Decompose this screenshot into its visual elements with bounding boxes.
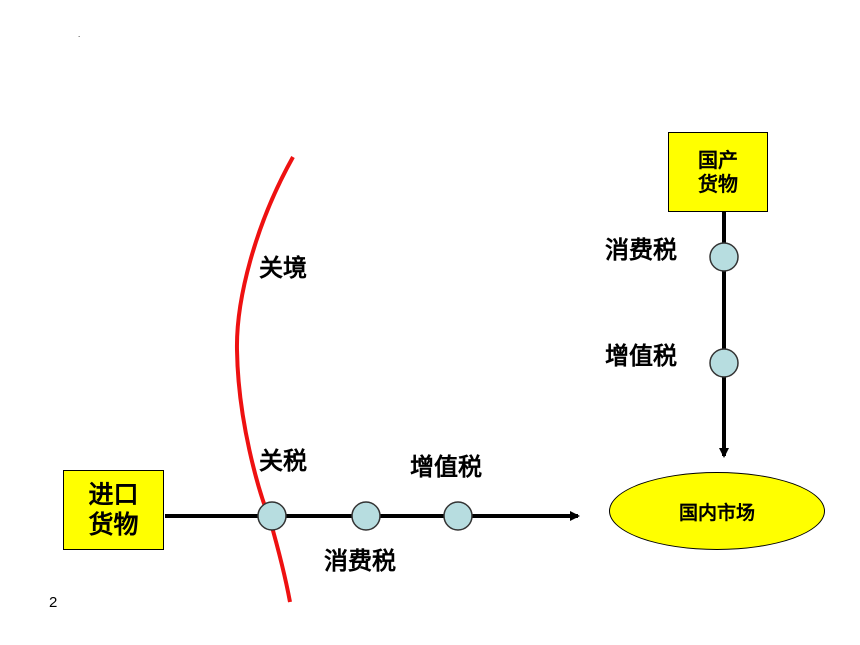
border-label: 关境 — [259, 254, 307, 282]
import-goods-box: 进口 货物 — [63, 470, 164, 550]
domestic-goods-line2: 货物 — [698, 172, 738, 196]
tariff-node — [257, 501, 287, 531]
import-consumption-tax-node — [351, 501, 381, 531]
domestic-goods-line1: 国产 — [698, 148, 738, 172]
domestic-goods-box: 国产 货物 — [668, 132, 768, 212]
import-vat-node — [443, 501, 473, 531]
tariff-label: 关税 — [259, 447, 307, 475]
domestic-consumption-tax-node — [709, 242, 739, 272]
domestic-market-oval: 国内市场 — [609, 472, 825, 550]
domestic-consumption-tax-label: 消费税 — [605, 236, 677, 264]
page-number: 2 — [49, 594, 58, 611]
import-consumption-tax-label: 消费税 — [324, 547, 396, 575]
import-goods-line1: 进口 — [88, 480, 139, 509]
corner-mark: . — [78, 30, 81, 39]
domestic-vat-node — [709, 348, 739, 378]
customs-border-line — [234, 156, 295, 603]
import-vat-label: 增值税 — [410, 453, 482, 481]
import-goods-line2: 货物 — [88, 510, 139, 539]
domestic-vat-label: 增值税 — [605, 342, 677, 370]
